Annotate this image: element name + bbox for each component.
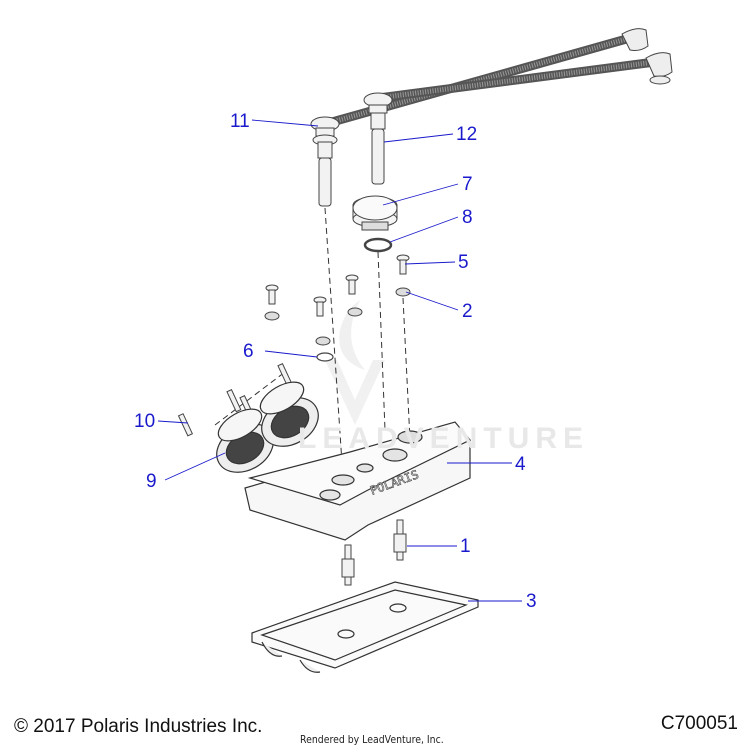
callout-12[interactable]: 12 (456, 124, 478, 145)
callout-1[interactable]: 1 (460, 536, 471, 557)
valve-cover-bolts (265, 254, 410, 317)
oil-fill-cap (352, 195, 398, 231)
leader-lines (157, 119, 522, 602)
callout-10[interactable]: 10 (134, 411, 156, 432)
watermark-logo (325, 300, 385, 425)
rendered-by-text: Rendered by LeadVenture, Inc. (300, 733, 444, 746)
intake-boots (216, 381, 319, 473)
callout-2[interactable]: 2 (462, 301, 473, 322)
grommets (264, 287, 411, 346)
valve-cover-gasket (251, 581, 479, 673)
callout-5[interactable]: 5 (458, 252, 469, 273)
callout-9[interactable]: 9 (146, 471, 157, 492)
callout-3[interactable]: 3 (526, 591, 537, 612)
callout-6[interactable]: 6 (243, 341, 254, 362)
diagram-code: C700051 (660, 713, 738, 734)
watermark-text: LEADVENTURE (298, 422, 590, 455)
callout-8[interactable]: 8 (462, 207, 473, 228)
spark-plugs (341, 519, 407, 586)
copyright-text: © 2017 Polaris Industries Inc. (14, 716, 263, 737)
valve-cover: POLARIS (244, 421, 471, 541)
callout-7[interactable]: 7 (462, 174, 473, 195)
callout-4[interactable]: 4 (515, 454, 526, 475)
plug-boot-12 (363, 92, 393, 185)
washer (316, 352, 334, 362)
callout-11[interactable]: 11 (230, 111, 250, 132)
alignment-lines (214, 207, 411, 479)
o-ring (363, 237, 393, 253)
plug-boot-11 (310, 116, 340, 207)
